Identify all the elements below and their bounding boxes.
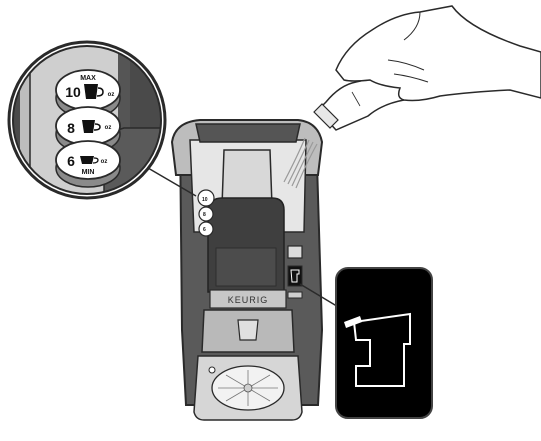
large-cup-icon xyxy=(84,84,98,99)
machine-button-8-label: 8 xyxy=(203,212,206,218)
coffee-maker: KEURIG 10 8 6 xyxy=(172,120,322,420)
callout-button-6oz[interactable]: 6 oz MIN xyxy=(56,141,120,187)
machine-button-6-label: 6 xyxy=(203,227,206,233)
reservoir-lid xyxy=(196,124,300,142)
machine-button-6oz[interactable] xyxy=(199,222,213,236)
brand-logo: KEURIG xyxy=(228,295,269,305)
callout-button-10-tag: MAX xyxy=(80,75,96,82)
add-water-light-icon xyxy=(288,266,302,286)
callout-button-6-number: 6 xyxy=(67,153,75,169)
drip-tray-screw xyxy=(209,367,215,373)
machine-button-8oz[interactable] xyxy=(199,207,213,221)
dispenser-nozzle xyxy=(238,320,258,340)
add-water-indicator-panel xyxy=(336,268,432,418)
drip-tray-center xyxy=(244,384,252,392)
callout-button-6-tag: MIN xyxy=(82,169,95,176)
small-cup-icon xyxy=(80,156,94,164)
power-button[interactable] xyxy=(288,246,302,258)
machine-size-buttons: 10 8 6 xyxy=(198,190,214,236)
brew-button[interactable] xyxy=(288,292,302,298)
brewer-lid-face xyxy=(216,248,276,286)
machine-button-10-label: 10 xyxy=(202,197,208,203)
callout-button-6-unit: oz xyxy=(101,159,108,165)
medium-cup-icon xyxy=(82,120,95,133)
callout-button-10-unit: oz xyxy=(108,92,115,98)
callout-button-8-unit: oz xyxy=(105,125,112,131)
callout-size-buttons: MAX 10 oz 8 oz 6 oz MIN xyxy=(56,70,120,187)
callout-button-8-number: 8 xyxy=(67,120,75,136)
callout-button-10-number: 10 xyxy=(65,84,81,100)
